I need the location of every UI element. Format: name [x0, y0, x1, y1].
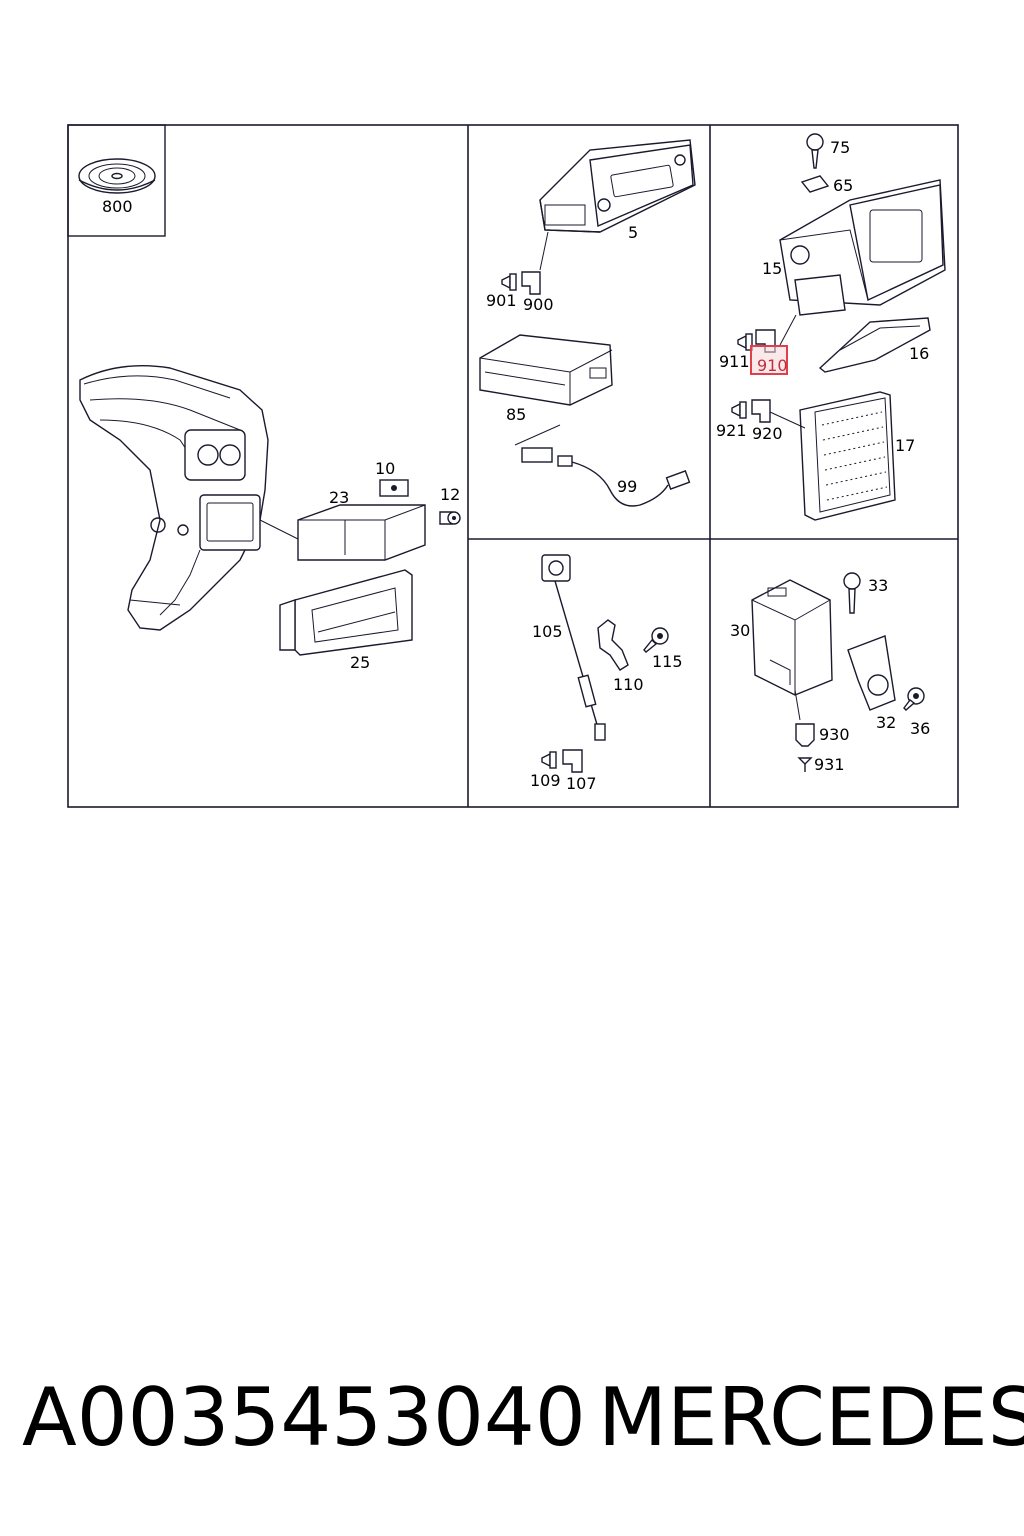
label-15: 15 [762, 259, 782, 278]
label-25: 25 [350, 653, 370, 672]
label-105: 105 [532, 622, 563, 641]
label-110: 110 [613, 675, 644, 694]
label-800: 800 [102, 197, 133, 216]
connector-901-icon [501, 273, 517, 291]
connector-930-icon [795, 723, 815, 747]
part-33-screw-icon [843, 572, 861, 614]
part-16-drive [818, 317, 931, 373]
part-5-radio-unit [539, 139, 696, 271]
label-910: 910 [757, 356, 788, 375]
part-115-screw-icon [643, 627, 669, 653]
label-36: 36 [910, 719, 930, 738]
label-32: 32 [876, 713, 896, 732]
label-115: 115 [652, 652, 683, 671]
label-920: 920 [752, 424, 783, 443]
part-85-module [479, 334, 613, 406]
label-911: 911 [719, 352, 750, 371]
part-65-clip-icon [800, 175, 830, 193]
part-105-antenna-cable [541, 554, 606, 741]
highlight-box [750, 345, 788, 375]
label-65: 65 [833, 176, 853, 195]
diagram-frame [67, 124, 959, 808]
label-99: 99 [617, 477, 637, 496]
dashboard-illustration [79, 365, 301, 631]
label-23: 23 [329, 488, 349, 507]
part-15-navigation-unit [779, 179, 946, 346]
label-12: 12 [440, 485, 460, 504]
part-36-screw-icon [903, 687, 925, 711]
label-931: 931 [814, 755, 845, 774]
part-number: A0035453040 [22, 1371, 586, 1464]
part-99-cable [514, 424, 691, 507]
label-16: 16 [909, 344, 929, 363]
callout-labels: 800 5 901 900 85 99 75 65 15 911 910 16 … [102, 138, 930, 793]
label-921: 921 [716, 421, 747, 440]
label-5: 5 [628, 223, 638, 242]
part-32-mounting-plate [847, 635, 896, 711]
connector-931-icon [797, 757, 813, 772]
label-901: 901 [486, 291, 517, 310]
parts-diagram: 800 5 901 900 85 99 75 65 15 911 910 16 … [67, 124, 959, 808]
label-33: 33 [868, 576, 888, 595]
connector-911-icon [737, 333, 753, 351]
connector-109-icon [541, 751, 557, 769]
label-30: 30 [730, 621, 750, 640]
label-10: 10 [375, 459, 395, 478]
part-30-control-module [751, 579, 833, 721]
label-85: 85 [506, 405, 526, 424]
connector-921-icon [731, 401, 747, 419]
part-75-screw-icon [806, 133, 824, 169]
label-930: 930 [819, 725, 850, 744]
part-25-frame [279, 569, 413, 656]
connector-920-icon [751, 399, 771, 423]
label-75: 75 [830, 138, 850, 157]
part-17-amplifier [769, 391, 896, 521]
brand-name: MERCEDES [598, 1371, 1024, 1464]
label-107: 107 [566, 774, 597, 793]
label-109: 109 [530, 771, 561, 790]
part-23-bracket [297, 479, 426, 561]
label-900: 900 [523, 295, 554, 314]
footer: A0035453040 MERCEDES [0, 1368, 1024, 1478]
connector-900-icon [521, 271, 541, 295]
connector-107-icon [562, 749, 583, 773]
label-17: 17 [895, 436, 915, 455]
cd-disc-icon [78, 158, 156, 194]
part-110-bracket [597, 619, 629, 671]
part-12-screw-icon [439, 511, 461, 525]
